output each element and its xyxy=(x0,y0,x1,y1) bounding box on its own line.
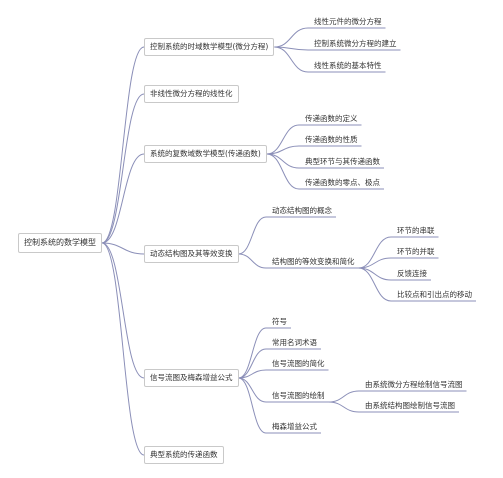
link-root-node-node-typical-system-transfer xyxy=(101,242,145,456)
leaf-symbols[interactable]: 符号 xyxy=(272,317,287,326)
link-root-node-node-block-diagram xyxy=(101,242,145,255)
leaf-linear-element-ode[interactable]: 线性元件的微分方程 xyxy=(314,17,382,26)
link-node-equivalent-transform-leaf-series-connection xyxy=(358,236,392,269)
link-node-complex-domain-model-leaf-zeros-poles xyxy=(266,153,300,190)
leaf-series-connection[interactable]: 环节的串联 xyxy=(397,226,435,235)
link-node-sfg-drawing-leaf-sfg-from-ode xyxy=(328,390,360,403)
node-block-diagram[interactable]: 动态结构图及其等效变换 xyxy=(144,245,239,263)
link-node-complex-domain-model-leaf-typical-elements xyxy=(266,153,300,169)
leaf-block-diagram-concept[interactable]: 动态结构图的概念 xyxy=(272,206,332,215)
link-root-node-node-complex-domain-model xyxy=(101,153,145,244)
link-node-signal-flow-graph-leaf-mason-gain-formula xyxy=(238,377,267,434)
leaf-system-ode-setup[interactable]: 控制系统微分方程的建立 xyxy=(314,39,397,48)
leaf-linear-system-properties[interactable]: 线性系统的基本特性 xyxy=(314,61,382,70)
leaf-terminology[interactable]: 常用名词术语 xyxy=(272,338,317,347)
link-node-signal-flow-graph-leaf-symbols xyxy=(238,327,267,379)
link-node-signal-flow-graph-leaf-sfg-simplification xyxy=(238,369,267,379)
leaf-summing-takeoff-move[interactable]: 比较点和引出点的移动 xyxy=(397,290,472,299)
leaf-transfer-definition[interactable]: 传递函数的定义 xyxy=(305,114,358,123)
link-root-node-node-time-domain-model xyxy=(101,46,145,244)
leaf-mason-gain-formula[interactable]: 梅森增益公式 xyxy=(272,422,317,431)
leaf-sfg-simplification[interactable]: 信号流图的简化 xyxy=(272,359,325,368)
link-node-signal-flow-graph-leaf-terminology xyxy=(238,348,267,379)
node-equivalent-transform[interactable]: 结构图的等效变换和简化 xyxy=(272,257,355,266)
leaf-transfer-properties[interactable]: 传递函数的性质 xyxy=(305,135,358,144)
link-node-sfg-drawing-leaf-sfg-from-block xyxy=(328,401,360,413)
link-root-node-node-nonlinear-linearization xyxy=(101,93,145,244)
leaf-zeros-poles[interactable]: 传递函数的零点、极点 xyxy=(305,178,380,187)
link-node-complex-domain-model-leaf-transfer-definition xyxy=(266,124,300,155)
node-signal-flow-graph[interactable]: 信号流图及梅森增益公式 xyxy=(144,369,239,387)
link-node-block-diagram-node-equivalent-transform xyxy=(238,253,267,269)
link-node-equivalent-transform-leaf-feedback-connection xyxy=(358,267,392,281)
link-node-time-domain-model-leaf-linear-system-properties xyxy=(274,46,309,73)
node-time-domain-model[interactable]: 控制系统的时域数学模型(微分方程) xyxy=(144,38,275,56)
leaf-parallel-connection[interactable]: 环节的并联 xyxy=(397,247,435,256)
root-node[interactable]: 控制系统的数学模型 xyxy=(18,233,102,253)
leaf-sfg-from-block[interactable]: 由系统结构图绘制信号流图 xyxy=(365,401,455,410)
link-node-equivalent-transform-leaf-summing-takeoff-move xyxy=(358,267,392,302)
link-root-node-node-signal-flow-graph xyxy=(101,242,145,379)
link-node-signal-flow-graph-node-sfg-drawing xyxy=(238,377,267,403)
leaf-sfg-from-ode[interactable]: 由系统微分方程绘制信号流图 xyxy=(365,380,463,389)
leaf-typical-elements[interactable]: 典型环节与其传递函数 xyxy=(305,157,380,166)
node-nonlinear-linearization[interactable]: 非线性微分方程的线性化 xyxy=(144,85,239,103)
link-node-equivalent-transform-leaf-parallel-connection xyxy=(358,257,392,269)
leaf-feedback-connection[interactable]: 反馈连接 xyxy=(397,269,427,278)
link-node-time-domain-model-leaf-linear-element-ode xyxy=(274,27,309,48)
node-complex-domain-model[interactable]: 系统的复数域数学模型(传递函数) xyxy=(144,145,267,163)
link-node-block-diagram-leaf-block-diagram-concept xyxy=(238,216,267,255)
node-typical-system-transfer[interactable]: 典型系统的传递函数 xyxy=(144,446,224,464)
node-sfg-drawing[interactable]: 信号流图的绘制 xyxy=(272,391,325,400)
